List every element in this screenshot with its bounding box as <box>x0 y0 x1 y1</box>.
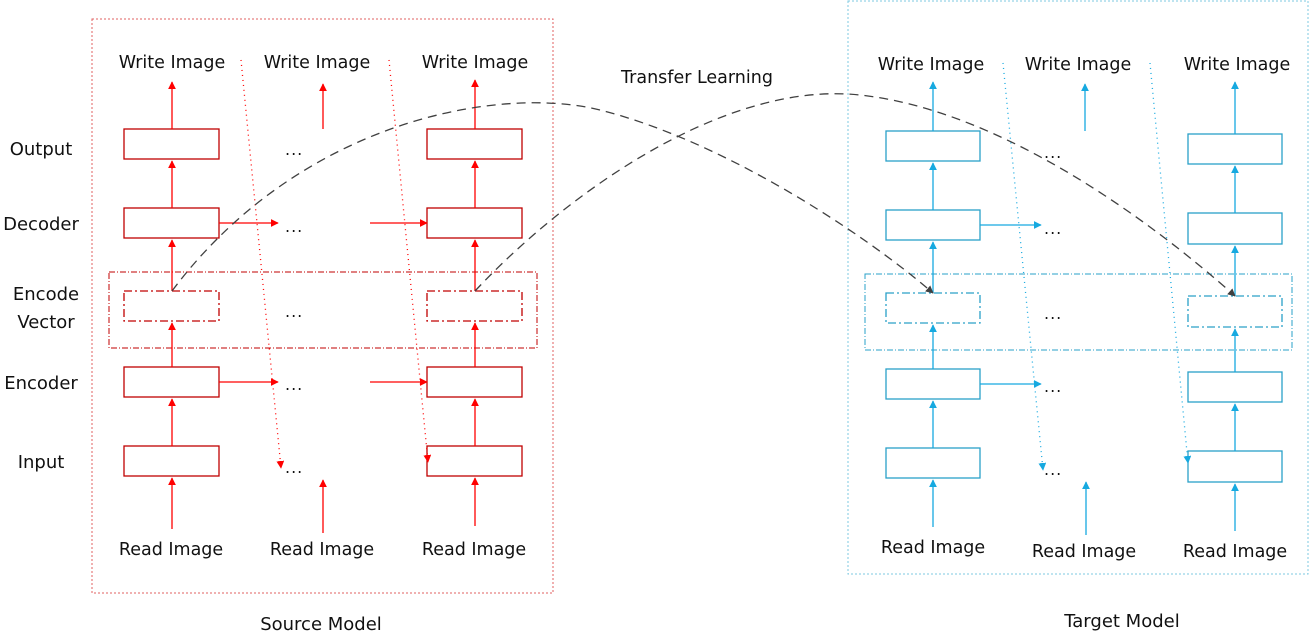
target-output-box-3 <box>1187 133 1283 165</box>
transfer-link-column-1 <box>171 102 934 294</box>
target-decoder-box-3 <box>1187 212 1283 245</box>
target-input-box-3 <box>1187 450 1283 483</box>
row-label-decoder: Decoder <box>3 214 79 235</box>
dotted-sequence-arrow <box>240 59 285 469</box>
source-output-box-1 <box>123 128 220 160</box>
source-write-image-2: Write Image <box>264 53 371 73</box>
transfer-learning-label: Transfer Learning <box>620 68 773 88</box>
target-model-frame <box>847 0 1309 575</box>
target-input-box-1 <box>885 447 981 479</box>
ellipsis: ... <box>285 375 303 394</box>
target-output-box-1 <box>885 130 981 162</box>
target-encode-vector-box-1 <box>885 292 981 324</box>
source-decoder-box-3 <box>426 207 523 239</box>
transfer-link-column-3 <box>474 93 1236 297</box>
target-read-image-2: Read Image <box>1032 542 1136 562</box>
source-read-image-1: Read Image <box>119 540 223 560</box>
source-column-3 <box>370 79 523 526</box>
row-label-encode-vector-2: Vector <box>17 312 75 333</box>
ellipsis: ... <box>1044 304 1062 323</box>
source-input-box-3 <box>426 445 523 477</box>
ellipsis: ... <box>285 140 303 159</box>
target-read-image-3: Read Image <box>1183 542 1287 562</box>
source-model-frame <box>91 18 554 594</box>
ellipsis: ... <box>1044 377 1062 396</box>
source-encode-vector-group <box>108 271 538 349</box>
ellipsis: ... <box>1044 460 1062 479</box>
target-encoder-box-1 <box>885 368 981 400</box>
target-encoder-box-3 <box>1187 371 1283 403</box>
ellipsis: ... <box>285 458 303 477</box>
target-model-caption: Target Model <box>1063 611 1179 632</box>
source-model: ... ... ... ... ... Write Image Wr <box>91 18 554 635</box>
source-read-image-3: Read Image <box>422 540 526 560</box>
source-encoder-box-1 <box>123 366 220 398</box>
row-label-encoder: Encoder <box>4 373 78 394</box>
row-label-input: Input <box>18 452 65 473</box>
target-write-image-3: Write Image <box>1184 55 1291 75</box>
source-encode-vector-box-1 <box>123 290 220 322</box>
target-write-image-1: Write Image <box>878 55 985 75</box>
target-encode-vector-box-3 <box>1187 295 1283 328</box>
dotted-sequence-arrow <box>1149 62 1192 464</box>
target-write-image-2: Write Image <box>1025 55 1132 75</box>
ellipsis: ... <box>285 217 303 236</box>
source-column-1 <box>123 81 279 529</box>
target-column-3 <box>1187 81 1283 531</box>
source-decoder-box-1 <box>123 207 220 239</box>
source-encode-vector-box-3 <box>426 290 523 322</box>
source-input-box-1 <box>123 445 220 477</box>
ellipsis: ... <box>285 302 303 321</box>
target-read-image-1: Read Image <box>881 538 985 558</box>
source-model-caption: Source Model <box>260 614 382 635</box>
transfer-links: Transfer Learning <box>171 68 1236 297</box>
target-decoder-box-1 <box>885 209 981 241</box>
source-output-box-3 <box>426 128 523 160</box>
ellipsis: ... <box>1044 143 1062 162</box>
dotted-sequence-arrow <box>1002 62 1047 471</box>
row-labels: Output Decoder Encode Vector Encoder Inp… <box>3 139 79 473</box>
target-column-1 <box>885 81 1042 527</box>
source-write-image-3: Write Image <box>422 53 529 73</box>
row-label-encode-vector-1: Encode <box>13 284 79 305</box>
source-encoder-box-3 <box>426 366 523 398</box>
ellipsis: ... <box>1044 219 1062 238</box>
target-encode-vector-group <box>864 273 1293 351</box>
source-write-image-1: Write Image <box>119 53 226 73</box>
target-model: ... ... ... ... ... Write Image Write Im… <box>847 0 1309 632</box>
source-column-2: ... ... ... ... ... <box>285 83 327 533</box>
source-read-image-2: Read Image <box>270 540 374 560</box>
dotted-sequence-arrow <box>388 59 432 463</box>
target-column-2: ... ... ... ... ... <box>1044 83 1090 535</box>
row-label-output: Output <box>10 139 73 160</box>
